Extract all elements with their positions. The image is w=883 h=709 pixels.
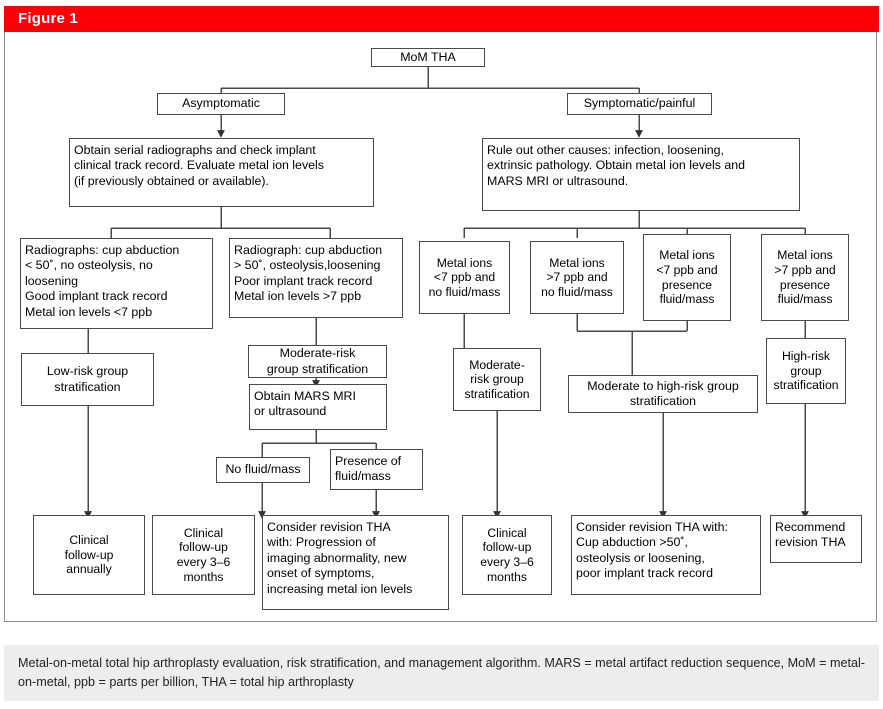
node-consider-revision-tha-imaging[interactable]: Consider revision THA with: Progression …: [262, 515, 449, 610]
node-metal-ions-high-presence-fluid[interactable]: Metal ions >7 ppb and presence fluid/mas…: [761, 234, 849, 321]
node-obtain-mars-mri[interactable]: Obtain MARS MRI or ultrasound: [249, 384, 387, 430]
node-high-risk-stratification[interactable]: High-risk group stratification: [766, 338, 846, 404]
figure-caption-band: Metal-on-metal total hip arthroplasty ev…: [4, 645, 879, 701]
node-metal-ions-high-no-fluid[interactable]: Metal ions >7 ppb and no fluid/mass: [530, 241, 624, 314]
node-recommend-revision-tha[interactable]: Recommend revision THA: [770, 515, 862, 563]
node-obtain-serial-radiographs[interactable]: Obtain serial radiographs and check impl…: [69, 138, 374, 207]
flowchart: MoM THA Asymptomatic Symptomatic/painful…: [20, 48, 862, 610]
figure-header-label: Figure 1: [18, 10, 78, 27]
node-no-fluid-mass[interactable]: No fluid/mass: [216, 457, 310, 483]
node-presence-of-fluid-mass[interactable]: Presence of fluid/mass: [330, 449, 423, 490]
node-consider-revision-tha-cup[interactable]: Consider revision THA with: Cup abductio…: [571, 515, 761, 595]
node-moderate-to-high-risk-stratification[interactable]: Moderate to high-risk group stratificati…: [568, 375, 758, 413]
node-low-risk-stratification[interactable]: Low-risk group stratification: [21, 353, 154, 406]
node-symptomatic[interactable]: Symptomatic/painful: [567, 93, 712, 115]
figure-caption-text: Metal-on-metal total hip arthroplasty ev…: [18, 656, 865, 689]
node-radiograph-high-risk-criteria[interactable]: Radiograph: cup abduction > 50˚, osteoly…: [229, 238, 403, 318]
flowchart-connectors: [84, 67, 809, 519]
node-asymptomatic[interactable]: Asymptomatic: [157, 93, 285, 115]
node-moderate-risk-stratification-left[interactable]: Moderate-risk group stratification: [248, 345, 387, 378]
node-clinical-followup-3-6-months-a[interactable]: Clinical follow-up every 3–6 months: [152, 515, 255, 595]
node-radiographs-low-risk-criteria[interactable]: Radiographs: cup abduction < 50˚, no ost…: [20, 238, 213, 329]
node-moderate-risk-stratification-right[interactable]: Moderate- risk group stratification: [453, 348, 541, 411]
node-clinical-followup-annually[interactable]: Clinical follow-up annually: [33, 515, 145, 595]
figure-header-bar: Figure 1: [4, 6, 879, 32]
node-metal-ions-low-no-fluid[interactable]: Metal ions <7 ppb and no fluid/mass: [419, 241, 510, 314]
node-mom-tha[interactable]: MoM THA: [371, 48, 485, 67]
node-clinical-followup-3-6-months-b[interactable]: Clinical follow-up every 3–6 months: [462, 515, 552, 595]
node-metal-ions-low-presence-fluid[interactable]: Metal ions <7 ppb and presence fluid/mas…: [643, 234, 731, 321]
node-rule-out-other-causes[interactable]: Rule out other causes: infection, loosen…: [482, 138, 800, 211]
